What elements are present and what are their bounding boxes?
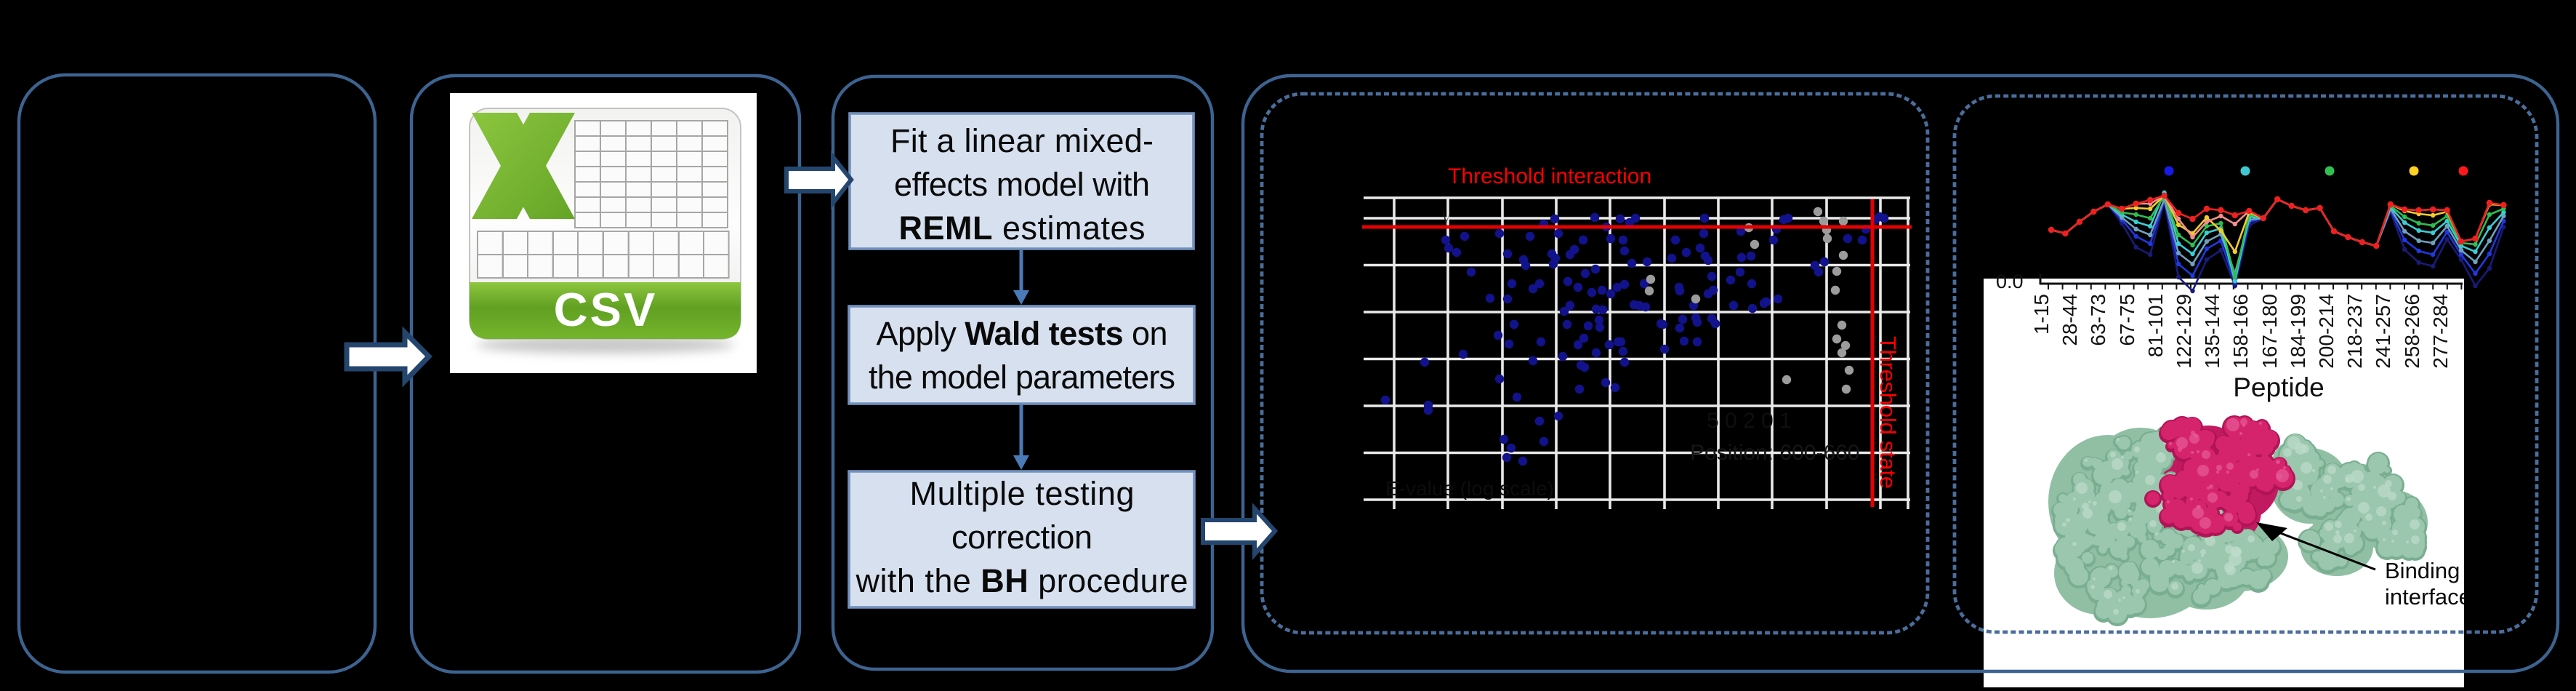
svg-text:277-284: 277-284 bbox=[2429, 294, 2452, 369]
svg-text:E-value (log scale): E-value (log scale) bbox=[1385, 477, 1554, 500]
svg-text:interface: interface bbox=[2385, 584, 2471, 610]
svg-text:Binding: Binding bbox=[2385, 558, 2460, 583]
svg-text:Threshold interaction: Threshold interaction bbox=[1448, 164, 1651, 188]
svg-text:the model parameters: the model parameters bbox=[869, 359, 1175, 396]
svg-text:Position: 600-660: Position: 600-660 bbox=[1690, 441, 1860, 465]
svg-text:184-199: 184-199 bbox=[2287, 294, 2309, 369]
svg-text:135-144: 135-144 bbox=[2201, 294, 2223, 369]
svg-text:effects model with: effects model with bbox=[894, 166, 1150, 203]
svg-text:Fit a linear mixed-: Fit a linear mixed- bbox=[890, 122, 1154, 159]
svg-text:Threshold state: Threshold state bbox=[1875, 336, 1901, 489]
svg-text:5 0 2 0 1: 5 0 2 0 1 bbox=[1707, 409, 1792, 433]
svg-text:122-129: 122-129 bbox=[2173, 294, 2195, 369]
svg-text:81-101: 81-101 bbox=[2144, 294, 2167, 357]
svg-text:158-166: 158-166 bbox=[2229, 294, 2252, 369]
svg-text:218-237: 218-237 bbox=[2343, 294, 2366, 369]
svg-text:67-75: 67-75 bbox=[2116, 294, 2138, 346]
svg-text:1-15: 1-15 bbox=[2030, 294, 2053, 335]
svg-text:28-44: 28-44 bbox=[2058, 294, 2081, 346]
svg-text:167-180: 167-180 bbox=[2258, 294, 2281, 369]
svg-text:200-214: 200-214 bbox=[2315, 294, 2338, 369]
svg-text:63-73: 63-73 bbox=[2087, 294, 2109, 346]
svg-text:0.0: 0.0 bbox=[1996, 271, 2024, 292]
svg-text:REML estimates: REML estimates bbox=[899, 209, 1146, 247]
svg-text:CSV: CSV bbox=[554, 283, 658, 336]
svg-text:241-257: 241-257 bbox=[2372, 294, 2394, 369]
svg-text:Peptide: Peptide bbox=[2233, 372, 2325, 402]
svg-text:Apply Wald tests on: Apply Wald tests on bbox=[877, 315, 1168, 352]
svg-text:with the BH procedure: with the BH procedure bbox=[856, 562, 1188, 599]
svg-text:correction: correction bbox=[951, 519, 1092, 556]
svg-text:258-266: 258-266 bbox=[2401, 294, 2423, 369]
svg-text:Multiple testing: Multiple testing bbox=[910, 475, 1135, 512]
